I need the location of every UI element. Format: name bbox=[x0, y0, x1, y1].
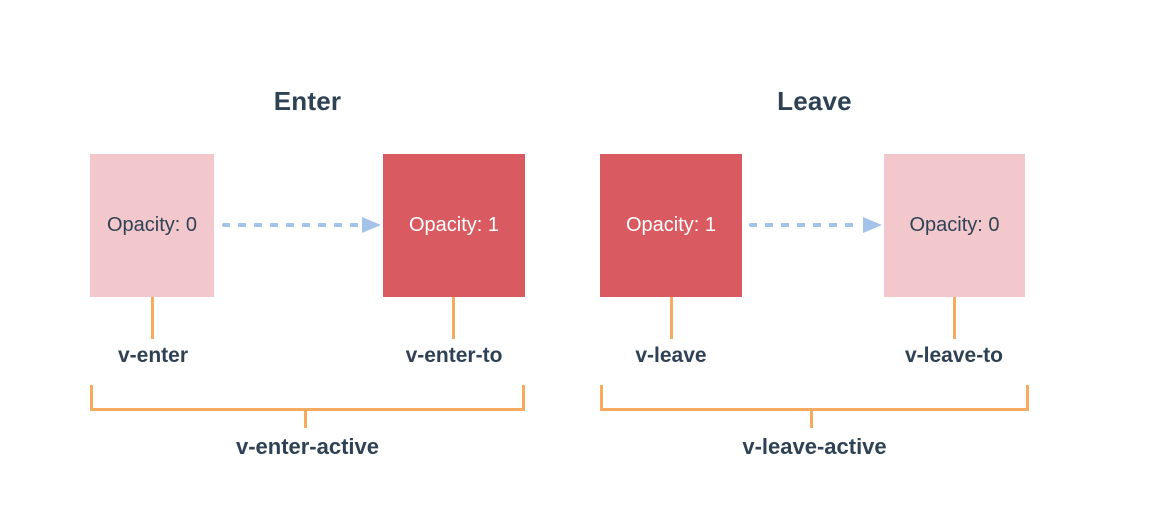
leave-start-box: Opacity: 1 bbox=[600, 154, 742, 297]
enter-start-connector-line bbox=[151, 297, 154, 339]
leave-start-connector-line bbox=[670, 297, 673, 339]
enter-end-box: Opacity: 1 bbox=[383, 154, 525, 297]
enter-active-bracket bbox=[90, 385, 525, 411]
enter-end-box-label: Opacity: 1 bbox=[408, 214, 500, 236]
leave-active-bracket bbox=[600, 385, 1029, 411]
v-enter-label: v-enter bbox=[117, 344, 189, 367]
enter-end-connector-line bbox=[452, 297, 455, 339]
enter-arrow-dashes bbox=[222, 223, 360, 227]
enter-active-bracket-tick bbox=[304, 408, 307, 428]
leave-end-box-label: Opacity: 0 bbox=[909, 214, 1000, 236]
leave-start-box-label: Opacity: 1 bbox=[625, 214, 717, 236]
leave-dashed-arrow-icon bbox=[749, 217, 882, 233]
v-leave-active-label: v-leave-active bbox=[742, 434, 887, 459]
leave-arrow-dashes bbox=[749, 223, 861, 227]
leave-end-connector-line bbox=[953, 297, 956, 339]
enter-dashed-arrow-icon bbox=[222, 217, 381, 233]
leave-end-box: Opacity: 0 bbox=[884, 154, 1025, 297]
enter-section-title: Enter bbox=[273, 86, 342, 116]
v-leave-to-label: v-leave-to bbox=[904, 344, 1004, 367]
leave-arrow-head bbox=[863, 217, 882, 233]
v-enter-active-label: v-enter-active bbox=[235, 434, 380, 459]
enter-arrow-head bbox=[362, 217, 381, 233]
leave-section-title: Leave bbox=[777, 86, 852, 116]
enter-start-box: Opacity: 0 bbox=[90, 154, 214, 297]
leave-active-bracket-tick bbox=[810, 408, 813, 428]
enter-start-box-label: Opacity: 0 bbox=[106, 214, 198, 236]
v-leave-label: v-leave bbox=[635, 344, 707, 367]
v-enter-to-label: v-enter-to bbox=[405, 344, 503, 367]
